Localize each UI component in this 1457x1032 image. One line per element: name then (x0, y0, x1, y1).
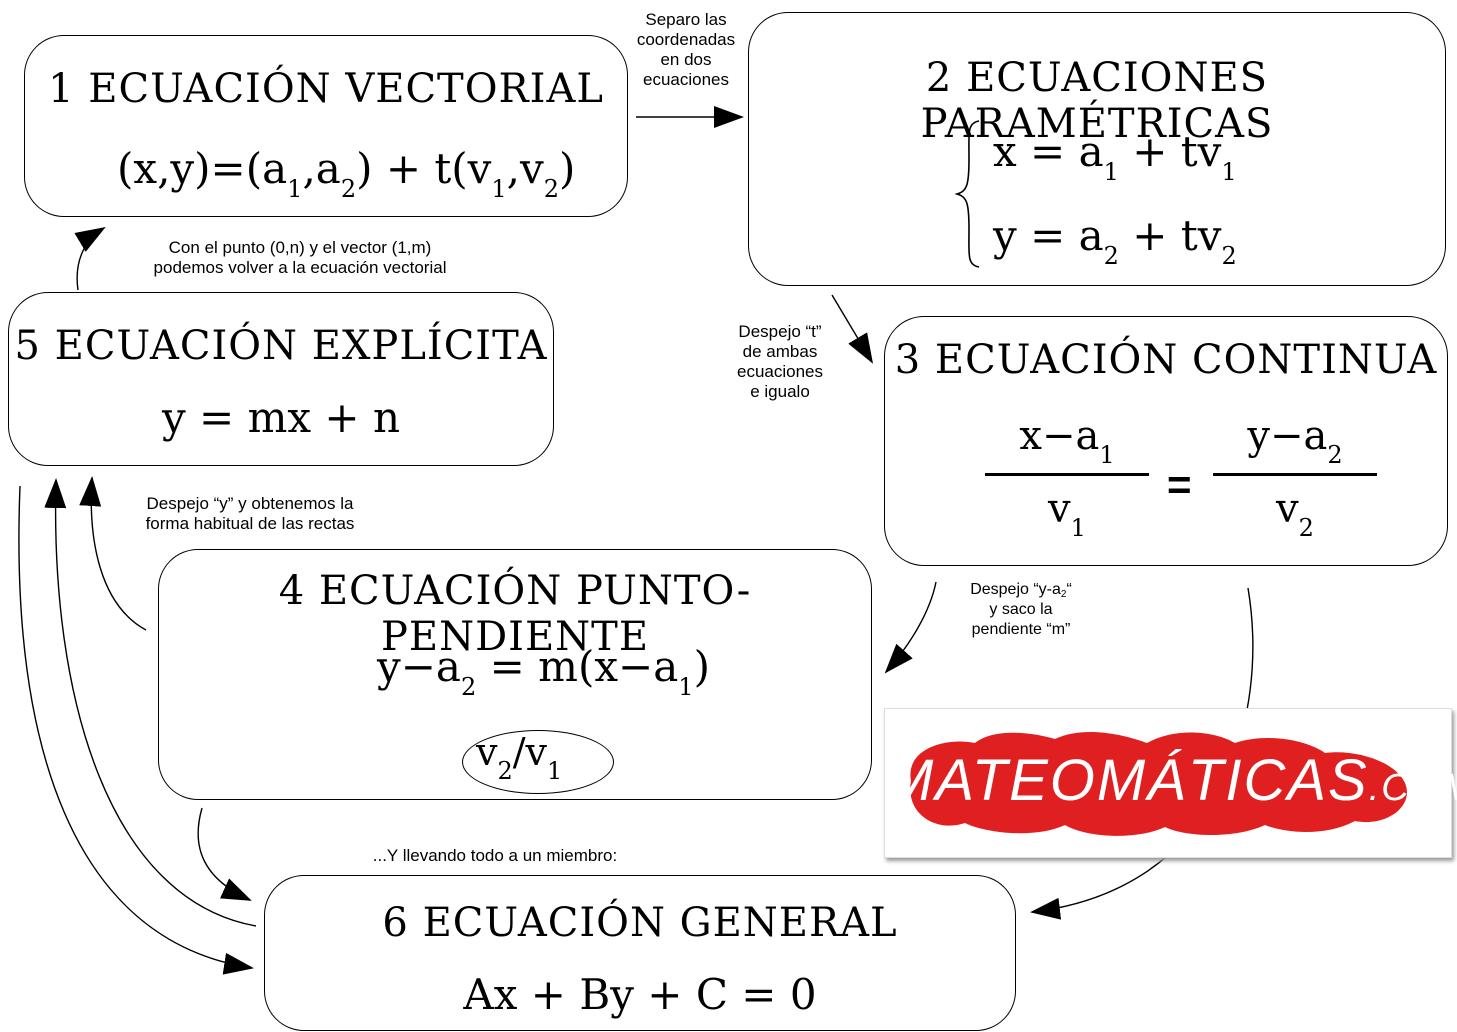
note-line: en dos (660, 50, 712, 69)
formula-part: /v (512, 730, 548, 774)
vector-formula: (x,y)=(a1,a2) + t(v1,v2) (117, 144, 576, 201)
note-line: ecuaciones (736, 362, 823, 381)
note-point-slope-to-explicit: Despejo “y” y obtenemos la forma habitua… (112, 494, 388, 534)
note-line: ecuaciones (642, 70, 729, 89)
note-line: pendiente “m” (971, 621, 1071, 638)
box-general-equation: 6 ECUACIÓN GENERAL Ax + By + C = 0 (264, 875, 1016, 1031)
formula-subscript: 1 (1221, 158, 1237, 186)
logo-suffix: .COM (1368, 767, 1457, 809)
fraction-denominator: v2 (1213, 486, 1377, 540)
formula-subscript: 2 (1221, 242, 1237, 270)
slope-ellipse (462, 730, 614, 794)
fraction-right: y−a2 v2 (1213, 413, 1377, 540)
formula-part: y−a (1247, 413, 1328, 459)
formula-part: x−a (1019, 413, 1100, 459)
logo-word: MATEOMÁTICAS (885, 748, 1369, 813)
box-title: 3 ECUACIÓN CONTINUA (894, 337, 1438, 383)
formula-subscript: 1 (491, 175, 507, 203)
arrow-3-to-4 (884, 581, 937, 674)
slope-formula: v2/v1 (476, 730, 562, 783)
formula-part: v (476, 730, 498, 774)
brand-logo: MATEOMÁTICAS.COM (884, 708, 1457, 858)
fraction-numerator: x−a1 (985, 413, 1149, 467)
box-title: 5 ECUACIÓN EXPLÍCITA (14, 323, 548, 369)
note-line: Despejo “y-a2“ (940, 580, 1102, 600)
formula-subscript: 2 (1298, 514, 1314, 542)
box-title: 6 ECUACIÓN GENERAL (382, 900, 898, 946)
box-continuous-equation: 3 ECUACIÓN CONTINUA x−a1 v1 = y−a2 v2 (884, 316, 1448, 566)
note-line: Despejo “t” (738, 322, 822, 341)
note-line: de ambas (742, 342, 818, 361)
formula-subscript: 1 (547, 757, 563, 785)
formula-part: ) + t(v (356, 144, 492, 193)
formula-part: = m(x−a (476, 642, 679, 691)
note-explicit-to-vector: Con el punto (0,n) y el vector (1,m) pod… (100, 238, 500, 278)
formula-subscript: 1 (1103, 158, 1119, 186)
formula-part: + tv (1118, 211, 1222, 260)
note-line: e igualo (750, 382, 810, 401)
formula-subscript: 1 (1099, 441, 1115, 469)
fraction-numerator: y−a2 (1213, 413, 1377, 467)
formula-part: + tv (1118, 127, 1222, 176)
note-parametric-to-continuous: Despejo “t” de ambas ecuaciones e igualo (716, 322, 844, 402)
formula-part: y−a (377, 642, 461, 691)
formula-part: ) (559, 144, 576, 193)
formula-part: v (1276, 486, 1299, 532)
note-part: “ (1066, 581, 1072, 598)
box-point-slope-equation: 4 ECUACIÓN PUNTO-PENDIENTE y−a2 = m(x−a1… (158, 549, 872, 800)
note-to-general: ...Y llevando todo a un miembro: (372, 846, 618, 865)
formula-subscript: 2 (497, 757, 513, 785)
note-part: Despejo “y-a (970, 581, 1061, 598)
formula-part: x = a (993, 127, 1104, 176)
note-line: Separo las (645, 10, 727, 29)
logo-text: MATEOMÁTICAS.COM (885, 747, 1457, 814)
fraction-bar (1213, 473, 1377, 476)
box-explicit-equation: 5 ECUACIÓN EXPLÍCITA y = mx + n (8, 292, 554, 466)
note-line: podemos volver a la ecuación vectorial (153, 258, 447, 277)
formula-part: ,v (506, 144, 544, 193)
formula-subscript: 2 (1103, 242, 1119, 270)
box-title: 4 ECUACIÓN PUNTO-PENDIENTE (278, 568, 752, 660)
box-title: 1 ECUACIÓN VECTORIAL (48, 66, 604, 112)
parametric-y: y = a2 + tv2 (993, 211, 1237, 268)
equals-sign: = (1167, 461, 1192, 508)
note-vector-to-parametric: Separo las coordenadas en dos ecuaciones (624, 10, 748, 90)
general-formula: Ax + By + C = 0 (463, 970, 817, 1019)
arrow-4-to-6 (197, 807, 252, 901)
note-line: coordenadas (636, 30, 736, 49)
note-line: forma habitual de las rectas (145, 514, 355, 533)
formula-part: y = a (993, 211, 1104, 260)
note-line: Despejo “y” y obtenemos la (146, 494, 354, 513)
logo-splash-icon (910, 731, 1407, 836)
fraction-bar (985, 473, 1149, 476)
note-line: y saco la (989, 601, 1053, 618)
formula-subscript: 1 (287, 175, 303, 203)
box-title: 2 ECUACIONES PARAMÉTRICAS (920, 55, 1274, 147)
note-continuous-to-point-slope: Despejo “y-a2“ y saco la pendiente “m” (940, 580, 1102, 640)
formula-subscript: 2 (1327, 441, 1343, 469)
parametric-x: x = a1 + tv1 (993, 127, 1237, 184)
formula-part: v (1048, 486, 1071, 532)
formula-subscript: 1 (1070, 514, 1086, 542)
formula-part: ,a (302, 144, 341, 193)
formula-part: (x,y)=(a (117, 144, 288, 193)
formula-subscript: 2 (340, 175, 357, 203)
brace-icon (955, 120, 980, 268)
box-vector-equation: 1 ECUACIÓN VECTORIAL (x,y)=(a1,a2) + t(v… (24, 35, 628, 217)
fraction-denominator: v1 (985, 486, 1149, 540)
formula-subscript: 2 (543, 175, 560, 203)
point-slope-formula: y−a2 = m(x−a1) (377, 642, 710, 699)
explicit-formula: y = mx + n (161, 393, 401, 442)
note-line: Con el punto (0,n) y el vector (1,m) (168, 238, 432, 257)
note-subscript: 2 (1060, 589, 1067, 600)
formula-part: ) (693, 642, 710, 691)
box-parametric-equations: 2 ECUACIONES PARAMÉTRICAS x = a1 + tv1 y… (748, 12, 1446, 286)
formula-subscript: 1 (678, 673, 694, 701)
fraction-left: x−a1 v1 (985, 413, 1149, 540)
formula-subscript: 2 (460, 673, 477, 701)
